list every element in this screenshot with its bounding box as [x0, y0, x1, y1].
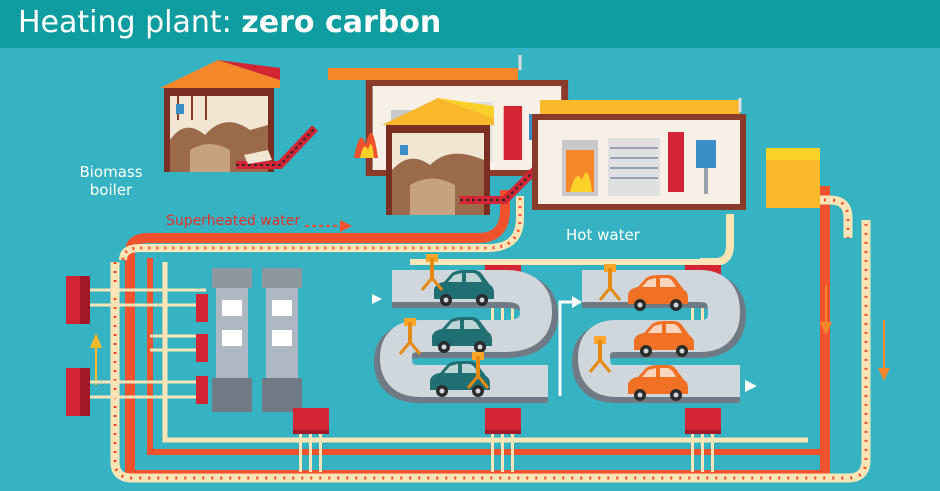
heating-plant-diagram — [66, 55, 890, 483]
chimney — [518, 55, 742, 112]
hot-water-label: Hot water — [566, 226, 640, 244]
biomass-label-line1: Biomass — [79, 163, 143, 181]
pipe-superheated — [119, 190, 524, 261]
car-orange — [628, 275, 694, 401]
arrow-up-icon — [90, 333, 102, 385]
header-bar: Heating plant: zero carbon — [0, 0, 940, 48]
biomass-storage-building-2 — [382, 98, 494, 215]
biomass-boiler-building-2 — [532, 100, 746, 210]
biomass-boiler-label: Biomass boiler — [66, 163, 156, 199]
superheated-water-label: Superheated water — [166, 213, 301, 229]
page-title: Heating plant: zero carbon — [18, 4, 441, 42]
biomass-label-line2: boiler — [89, 181, 133, 199]
flame-icon — [354, 132, 378, 158]
press-machines — [212, 268, 302, 412]
conveyor-belt-2 — [460, 157, 548, 204]
heater-box — [766, 148, 820, 208]
title-light: Heating plant: — [18, 5, 242, 40]
title-bold: zero carbon — [241, 5, 442, 40]
biomass-boiler-building — [328, 68, 568, 176]
arrow-right-icon — [305, 220, 352, 232]
arrow-right-icon-2 — [372, 294, 757, 396]
pipe-hot-water — [147, 195, 853, 455]
arrow-down-icon — [820, 285, 890, 381]
conveyor-belt — [236, 125, 318, 169]
radiator-group — [66, 276, 208, 416]
flame-icon-2 — [570, 172, 592, 192]
